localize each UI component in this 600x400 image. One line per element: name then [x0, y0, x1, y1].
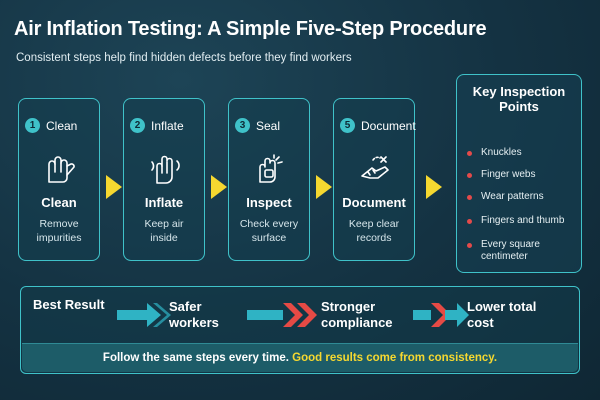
footer-text: Follow the same steps every time. [102, 352, 289, 364]
chevron-arrow-icon [117, 303, 171, 327]
page-subtitle: Consistent steps help find hidden defect… [16, 52, 352, 64]
flow-arrow [106, 175, 122, 199]
inspection-item: Fingers and thumb [467, 215, 577, 227]
step-number-badge: 5 [340, 118, 355, 133]
step-description: Check every surface [239, 218, 299, 244]
glove-document-icon [361, 156, 389, 179]
step-name: Document [342, 195, 406, 210]
step-header-label: Inflate [151, 118, 184, 133]
bullet-dot-icon [467, 219, 472, 224]
flow-arrow [211, 175, 227, 199]
footer-highlight: Good results come from consistency. [292, 352, 498, 364]
step-header-label: Seal [256, 118, 281, 133]
inspection-item: Finger webs [467, 169, 577, 181]
flow-arrow [426, 175, 442, 199]
step-description: Keep clear records [348, 218, 400, 244]
step-description: Keep air inside [144, 218, 184, 244]
inflated-glove-icon [151, 155, 180, 184]
step-header-label: Clean [46, 118, 78, 133]
chevron-arrow-icon [413, 303, 469, 327]
step-card-inflate: 2 Inflate Inflate Keep air inside [123, 98, 205, 261]
flow-arrow [316, 175, 332, 199]
result-banner: Best Result Safer workers Stronger compl… [20, 286, 580, 374]
step-header-label: Document [361, 118, 416, 133]
result-outcome: Stronger compliance [321, 299, 393, 330]
step-card-seal: 3 Seal Inspect Check every surface [228, 98, 310, 261]
inspection-title: Key Inspection Points [472, 84, 566, 114]
step-number-badge: 2 [130, 118, 145, 133]
chevron-arrow-icon [247, 303, 317, 327]
step-name: Inspect [246, 195, 292, 210]
step-number-badge: 1 [25, 118, 40, 133]
step-header: 5 Document [340, 118, 416, 133]
step-header: 1 Clean [25, 118, 77, 133]
result-label: Best Result [33, 297, 105, 312]
page-title: Air Inflation Testing: A Simple Five-Ste… [14, 18, 487, 40]
result-outcome: Safer workers [169, 299, 219, 330]
inspection-item: Wear patterns [467, 191, 577, 203]
result-footer: Follow the same steps every time. Good r… [22, 343, 578, 372]
inspection-panel: Key Inspection Points Knuckles Finger we… [456, 74, 582, 273]
step-description: Remove impurities [36, 218, 82, 244]
bullet-dot-icon [467, 243, 472, 248]
result-outcome: Lower total cost [467, 299, 537, 330]
step-name: Clean [41, 195, 77, 210]
bullet-dot-icon [467, 195, 472, 200]
step-card-document: 5 Document Document Keep clear records [333, 98, 416, 261]
bullet-dot-icon [467, 173, 472, 178]
inspection-item: Every square centimeter [467, 239, 577, 263]
inspection-item: Knuckles [467, 147, 577, 159]
step-header: 2 Inflate [130, 118, 184, 133]
step-number-badge: 3 [235, 118, 250, 133]
bullet-dot-icon [467, 151, 472, 156]
hand-inspect-icon [259, 154, 283, 183]
step-card-clean: 1 Clean Clean Remove impurities [18, 98, 100, 261]
step-header: 3 Seal [235, 118, 280, 133]
step-name: Inflate [144, 195, 184, 210]
hand-gloves-icon [48, 156, 75, 183]
